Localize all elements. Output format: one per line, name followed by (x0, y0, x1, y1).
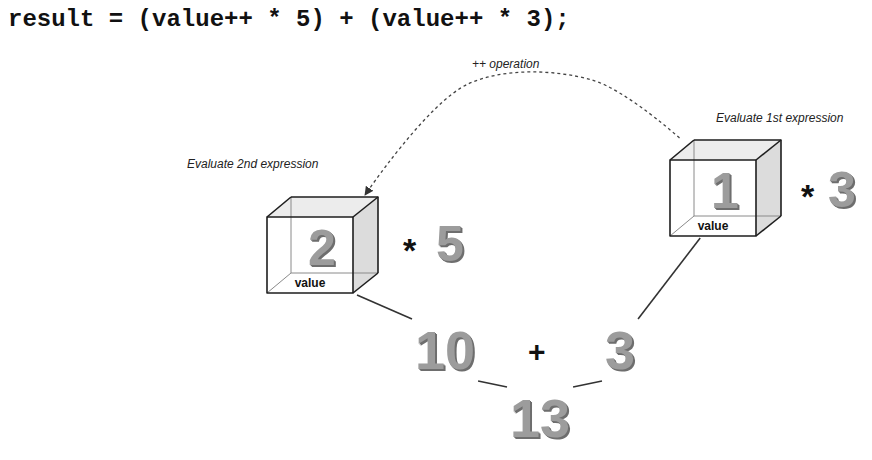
cube-edge (670, 140, 694, 160)
value-digit: 2 (279, 223, 365, 273)
operator-symbol: + (528, 337, 546, 367)
variable-cube: Evaluate 1st expression1value (668, 138, 783, 238)
cube-face (756, 140, 781, 236)
result-number: 13 (507, 387, 573, 449)
cube-edge (267, 197, 291, 217)
result-number: 10 (412, 319, 478, 381)
increment-arrow (365, 72, 679, 195)
cube-back-edge (267, 273, 291, 293)
variable-name: value (696, 219, 731, 233)
cube-back-edge (670, 216, 694, 236)
edge-label: ++ operation (469, 57, 542, 71)
cube-edge (353, 273, 378, 293)
result-line (478, 381, 507, 387)
expression-caption: Evaluate 2nd expression (187, 157, 318, 171)
cube-edge (756, 140, 781, 160)
cube-edge (756, 216, 781, 236)
result-value: 10 (412, 319, 478, 381)
result-value: 3 (602, 319, 638, 381)
code-line: result = (value++ * 5) + (value++ * 3); (8, 6, 570, 33)
cube-edge (353, 197, 378, 217)
result-number: 3 (602, 319, 638, 381)
result-line (638, 238, 700, 319)
result-line (357, 295, 412, 319)
operator-symbol: * (403, 233, 416, 267)
operator-symbol: * (801, 179, 814, 213)
variable-cube: Evaluate 2nd expression2value (265, 195, 380, 295)
value-digit: 1 (682, 166, 768, 216)
variable-name: value (293, 276, 328, 290)
cube-back-edge (291, 197, 292, 273)
result-line (573, 381, 602, 387)
expression-caption: Evaluate 1st expression (716, 111, 843, 125)
cube-face (353, 197, 378, 293)
cube-back-edge (694, 140, 695, 216)
factor-number: 3 (828, 165, 856, 215)
result-value: 13 (507, 387, 573, 449)
factor-number: 5 (436, 219, 464, 269)
